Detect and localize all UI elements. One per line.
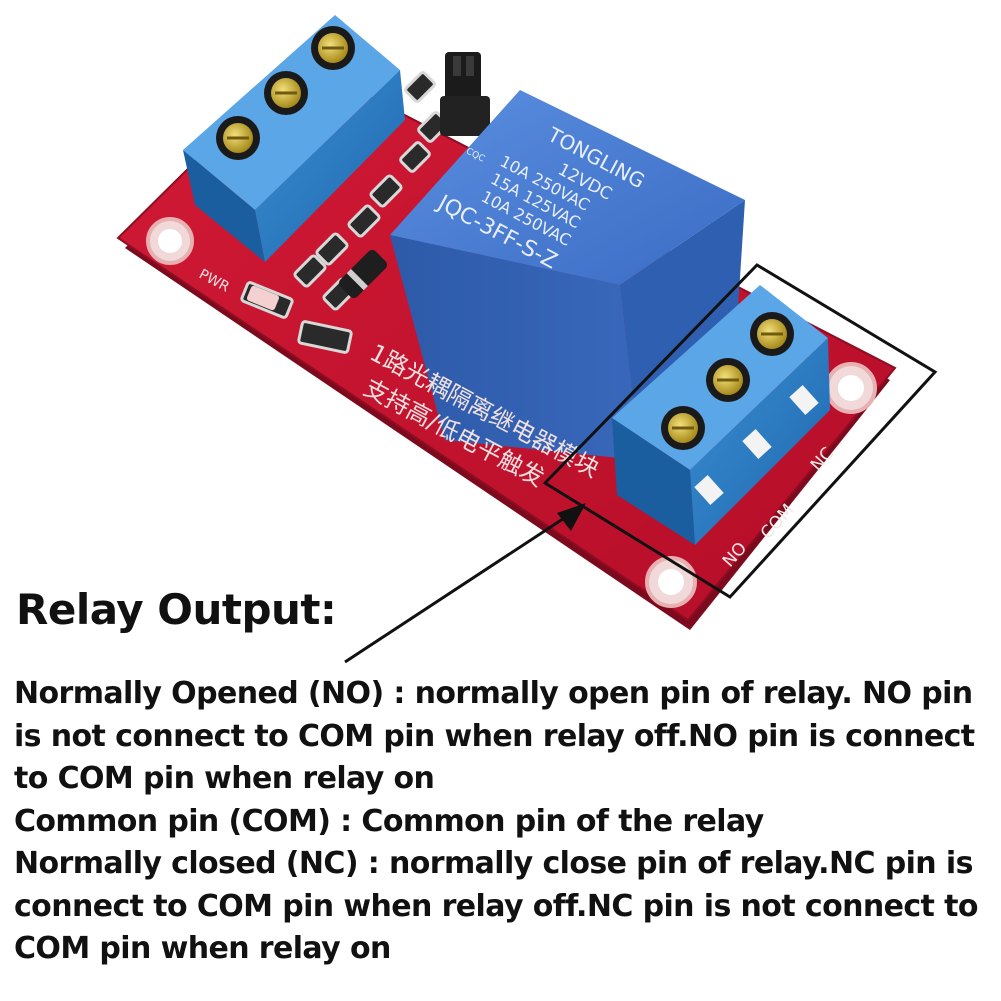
jumper-header: [440, 52, 490, 136]
relay-body: TONGLING 12VDC 10A 250VAC 15A 125VAC 10A…: [390, 90, 745, 460]
output-highlight-box: [542, 263, 938, 599]
caption-description: Normally Opened (NO) : normally open pin…: [14, 673, 999, 971]
caption-line: Normally closed (NC) : normally close pi…: [14, 846, 973, 881]
caption-title: Relay Output:: [16, 585, 337, 634]
power-led: [247, 285, 279, 311]
caption-line: COM pin when relay on: [14, 931, 391, 966]
diode: [338, 249, 388, 299]
mounting-holes: [146, 217, 877, 608]
pointer-arrow: [344, 503, 586, 664]
output-terminal-block: [612, 285, 830, 545]
caption-line: Normally Opened (NO) : normally open pin…: [14, 676, 973, 711]
caption-line: Common pin (COM) : Common pin of the rel…: [14, 803, 764, 839]
caption-line: connect to COM pin when relay off.NC pin…: [14, 888, 978, 924]
input-terminal-block: [183, 15, 405, 262]
caption-line: to COM pin when relay on: [14, 761, 435, 796]
caption-line: is not connect to COM pin when relay off…: [14, 718, 975, 754]
